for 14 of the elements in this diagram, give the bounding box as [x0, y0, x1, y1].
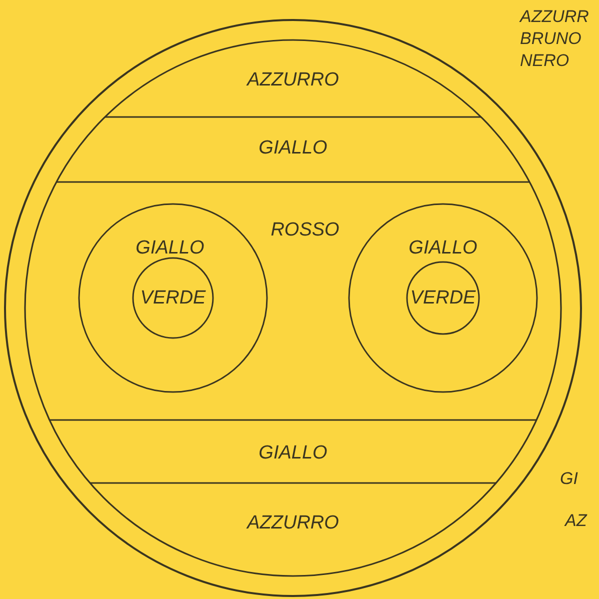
band-label: AZZURRO	[247, 514, 339, 532]
band-label: GIALLO	[258, 138, 328, 158]
color-label: AZ	[565, 512, 587, 529]
ring-label: VERDE	[410, 288, 476, 308]
band-label: ROSSO	[270, 220, 340, 240]
ring-label: VERDE	[140, 288, 206, 308]
band-label: AZZURRO	[247, 70, 339, 90]
ring-label: GIALLO	[136, 238, 204, 258]
color-label: GI	[560, 470, 578, 487]
ring-label: GIALLO	[408, 238, 478, 258]
color-label: AZZURR	[520, 8, 589, 25]
color-label: BRUNO	[520, 30, 582, 47]
color-label: NERO	[520, 52, 570, 69]
band-label: GIALLO	[258, 444, 328, 462]
